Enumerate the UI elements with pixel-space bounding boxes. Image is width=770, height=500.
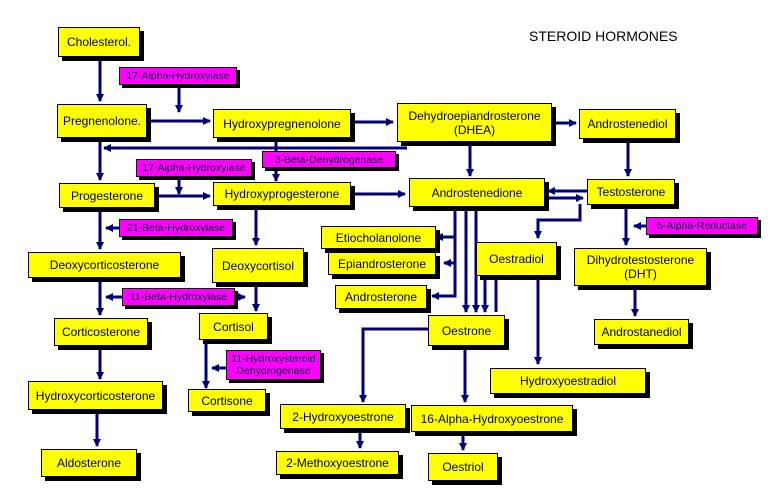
node-cholesterol: Cholesterol.: [58, 27, 140, 57]
node-hydroxyoestradiol: Hydroxyoestradiol: [490, 368, 646, 394]
node-dhea: Dehydroepiandrosterone (DHEA): [397, 103, 552, 142]
node-progesterone: Progesterone: [59, 183, 155, 208]
node-cortisone: Cortisone: [188, 389, 266, 412]
arrow-androstenedione-epiandrosterone: [443, 237, 457, 267]
arrow-androstenedione-etiocholanolone: [435, 207, 457, 241]
node-testosterone: Testosterone: [587, 179, 675, 205]
node-androsterone: Androsterone: [335, 285, 427, 309]
node-oestriol: Oestriol: [428, 453, 498, 481]
enzyme-11b-hydroxylase: 11-Beta-Hydroxylase: [122, 288, 235, 306]
enzyme-5a-reductase: 5-Alpha-Reductase: [646, 217, 758, 235]
node-oestradiol: Oestradiol: [476, 242, 557, 276]
node-androstenediol: Androstenediol: [579, 109, 676, 139]
node-androstanediol: Androstanediol: [594, 319, 689, 345]
node-2-hydroxyoestrone: 2-Hydroxyoestrone: [280, 404, 406, 429]
node-2-methoxyoestrone: 2-Methoxyoestrone: [276, 451, 399, 475]
node-oestrone: Oestrone: [428, 315, 505, 346]
enzyme-21b-hydroxylase: 21-Beta-Hydroxylase: [119, 219, 233, 237]
enzyme-3b-dehydrogenase: 3-Beta-Dehydrogenase: [262, 151, 396, 168]
node-deoxycorticosterone: Deoxycorticosterone: [28, 252, 181, 278]
node-pregnenolone: Pregnenolone.: [57, 104, 147, 138]
node-cortisol: Cortisol: [199, 313, 268, 340]
node-hydroxypregnenolone: Hydroxypregnenolone: [213, 109, 351, 138]
node-hydroxycorticosterone: Hydroxycorticosterone: [28, 381, 163, 410]
node-hydroxyprogesterone: Hydroxyprogesterone: [213, 182, 351, 206]
node-dht: Dihydrotestosterone (DHT): [574, 248, 707, 286]
arrow-testosterone-oestradiol: [534, 204, 582, 239]
node-deoxycortisol: Deoxycortisol: [212, 248, 304, 283]
arrow-androstenedione-androsterone: [431, 263, 457, 300]
node-16a-hydroxyoestrone: 16-Alpha-Hydroxyoestrone: [411, 405, 573, 432]
enzyme-17a-hydroxylase-2: 17-Alpha-Hydroxylase: [136, 159, 252, 177]
node-epiandrosterone: Epiandrosterone: [328, 252, 436, 275]
diagram-title: STEROID HORMONES: [529, 28, 678, 44]
node-aldosterone: Aldosterone: [41, 449, 137, 477]
node-androstenedione: Androstenedione: [409, 178, 545, 207]
enzyme-11-hydroxysteroid-dehydrogenase: 11-Hydroxysteroid Dehydrogenase: [226, 350, 321, 380]
node-corticosterone: Corticosterone: [54, 318, 148, 346]
arrow-oestrone-2-hydroxyoestrone: [359, 327, 428, 403]
enzyme-17a-hydroxylase-1: 17-Alpha-Hydroxylase: [119, 67, 237, 85]
node-etiocholanolone: Etiocholanolone: [321, 226, 436, 249]
